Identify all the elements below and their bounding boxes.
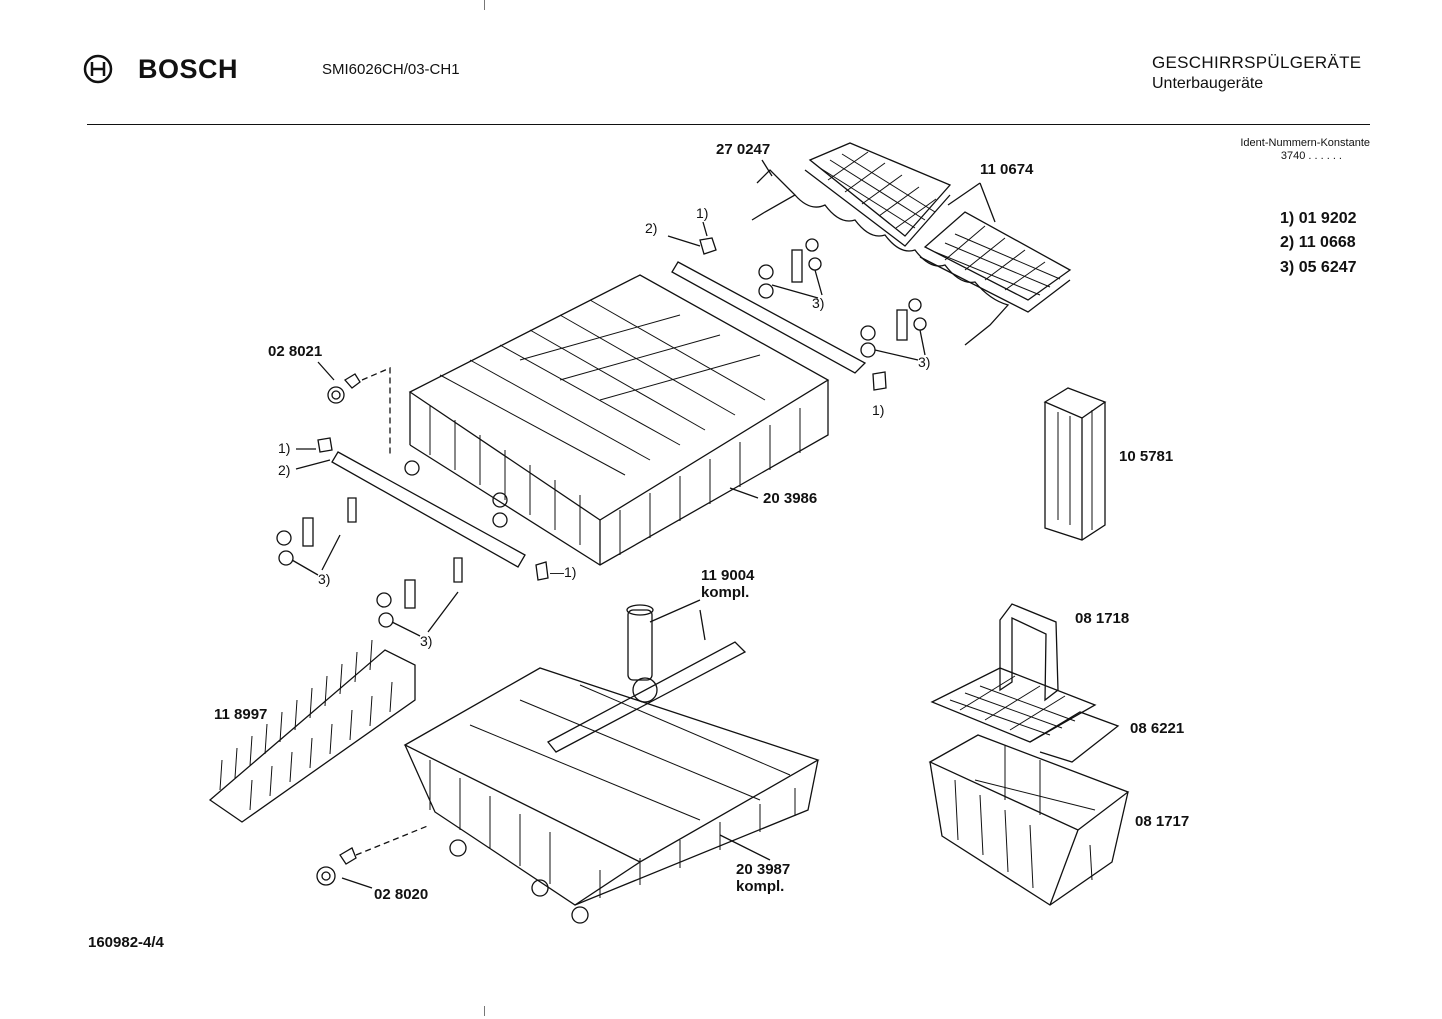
part-label-270247: 27 0247 — [716, 141, 771, 158]
part-label-028021: 02 8021 — [268, 343, 323, 360]
ref-callout: 1) — [872, 402, 885, 418]
leader-refs-top — [667, 221, 708, 247]
basket-lid-grid — [930, 667, 1120, 763]
leader-refs-left — [295, 448, 331, 470]
cutlery-basket — [928, 734, 1130, 906]
wire-clip — [751, 169, 1010, 346]
crop-mark-bottom — [484, 1006, 485, 1016]
ref-callout: 1) — [278, 440, 291, 456]
ident-value: 3740 . . . . . . — [1280, 150, 1342, 162]
stop-cap-top — [699, 237, 717, 255]
wheel-028020 — [316, 824, 431, 889]
leader-270247 — [761, 159, 773, 177]
part-label-105781: 10 5781 — [1119, 448, 1174, 465]
part-label-086221: 08 6221 — [1130, 720, 1185, 737]
ref-callout: 3) — [812, 295, 825, 311]
cutlery-holder — [1043, 387, 1107, 541]
category-subtitle: Unterbaugeräte — [1152, 75, 1264, 92]
wheel-028021 — [317, 361, 391, 455]
part-label-081717: 08 1717 — [1135, 813, 1190, 830]
stop-cap-left — [317, 437, 333, 453]
leader-203987 — [719, 834, 771, 861]
crop-mark-top — [484, 0, 485, 10]
part-label-118997: 11 8997 — [214, 706, 268, 723]
basket-handle — [999, 603, 1059, 702]
part-label-203986: 20 3986 — [763, 490, 818, 507]
part-label-081718: 08 1718 — [1075, 610, 1130, 627]
leader-203986 — [729, 487, 759, 499]
roller-set-left-lower — [376, 557, 463, 637]
footnote-2: 2) 11 0668 — [1280, 234, 1356, 251]
ref-callout: 1) — [696, 205, 709, 221]
part-label-110674: 11 0674 — [980, 161, 1034, 178]
document-number: 160982-4/4 — [88, 934, 164, 951]
footnote-1: 1) 01 9202 — [1280, 210, 1357, 227]
ref-callout: 3) — [318, 571, 331, 587]
spray-arm — [547, 599, 747, 753]
ref-callout: 2) — [645, 220, 658, 236]
tine-rack — [208, 639, 416, 823]
cutlery-grid-lower — [919, 211, 1072, 313]
ref-callout: 3) — [420, 633, 433, 649]
upper-basket — [404, 274, 830, 566]
model-number: SMI6026CH/03-CH1 — [322, 61, 460, 78]
roller-set-upper-mid — [758, 238, 823, 299]
part-label-028020: 02 8020 — [374, 886, 429, 903]
ref-callout: 2) — [278, 462, 291, 478]
ident-label: Ident-Nummern-Konstante — [1240, 137, 1370, 149]
brand-name: BOSCH — [138, 54, 239, 84]
header-divider — [87, 124, 1370, 125]
footnote-3: 3) 05 6247 — [1280, 259, 1357, 276]
ref-callout: 3) — [918, 354, 931, 370]
ref-callout: —1) — [550, 564, 577, 580]
stop-cap-right — [872, 371, 887, 391]
stop-cap-bar-end — [535, 561, 549, 581]
cutlery-grid-upper — [804, 142, 952, 247]
lower-basket — [403, 667, 820, 924]
roller-set-upper-right — [860, 298, 927, 361]
bosch-logo-icon — [83, 54, 113, 84]
upper-rail-bar — [671, 261, 867, 374]
lower-rail-bar-left — [331, 451, 526, 568]
category-title: GESCHIRRSPÜLGERÄTE — [1152, 53, 1362, 72]
roller-set-left — [276, 497, 357, 576]
leader-110674 — [947, 182, 996, 223]
ident-constant: Ident-Nummern-Konstante 3740 . . . . . . — [1240, 137, 1370, 163]
